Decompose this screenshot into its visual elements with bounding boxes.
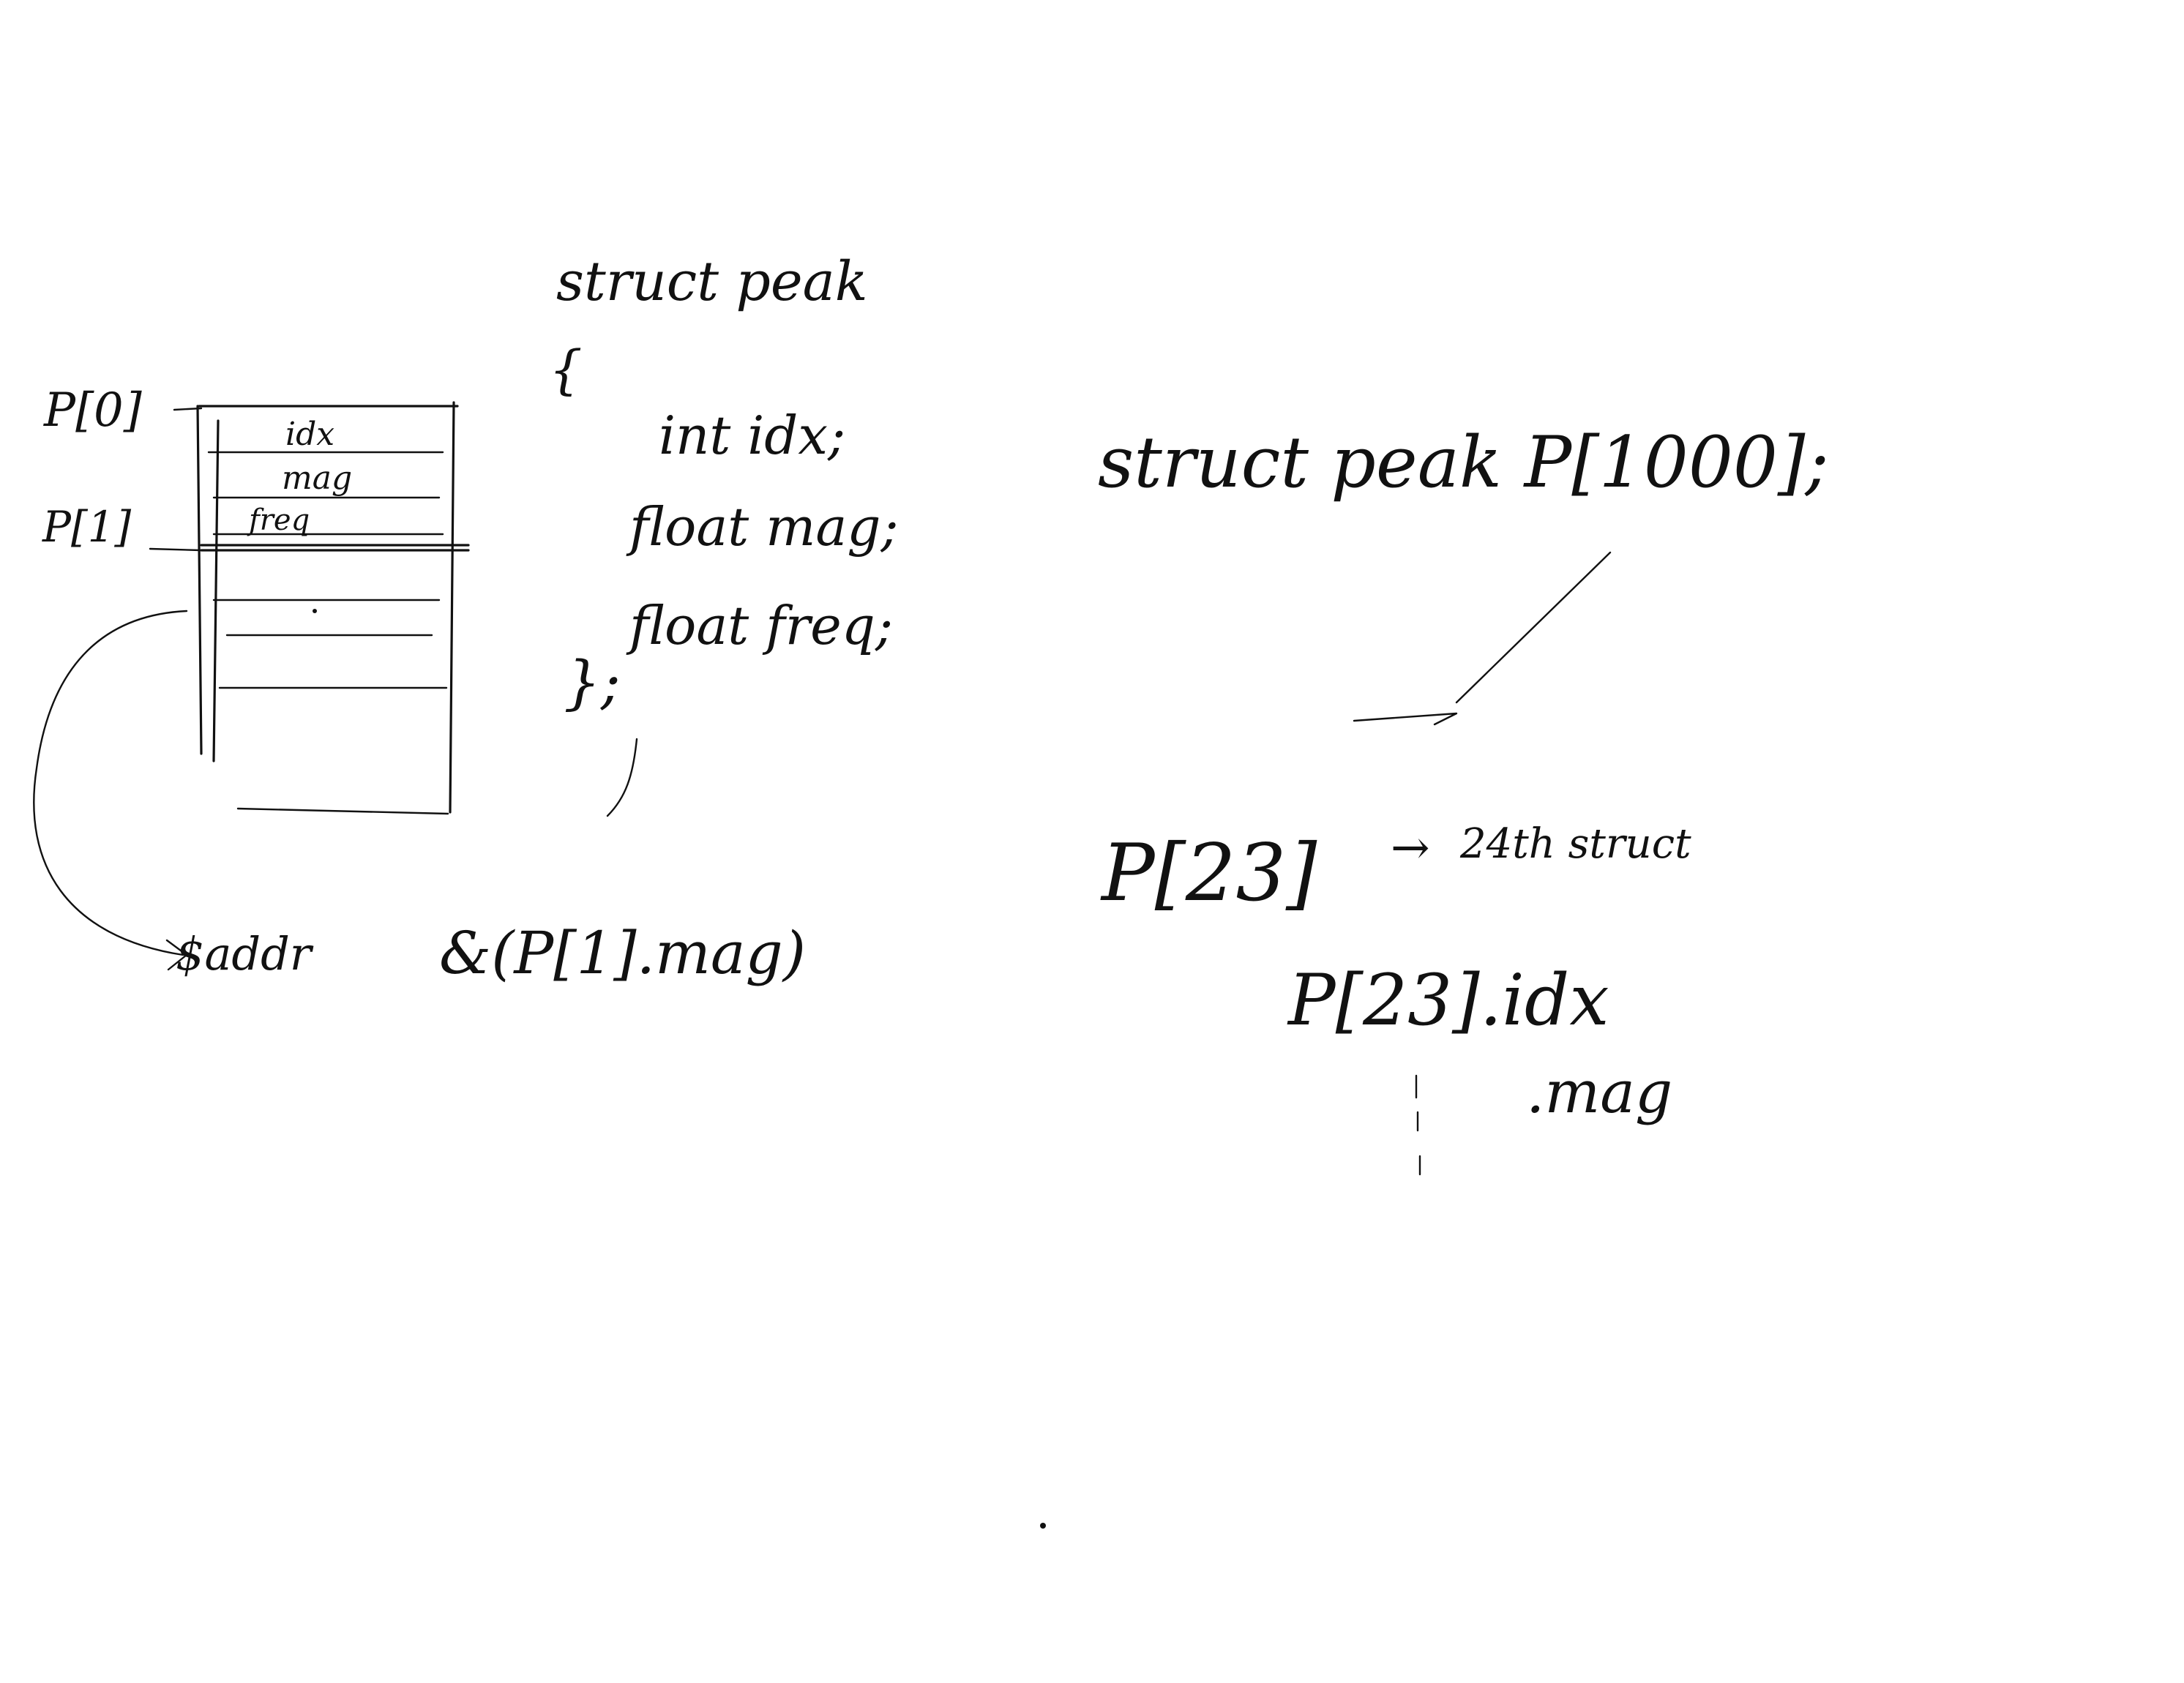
address-arrow-curve — [33, 610, 188, 956]
field-idx: idx — [285, 416, 334, 453]
member-freq: float freq; — [626, 595, 893, 656]
memory-diagram: P[0] P[1] idx mag freq — [33, 383, 470, 971]
struct-close-tail — [606, 738, 638, 817]
label-p1: P[1] — [42, 502, 132, 552]
struct-definition: struct peak { int idx; float mag; float … — [549, 250, 899, 817]
array-block-outline — [196, 401, 470, 815]
stray-dot — [1040, 1523, 1046, 1529]
struct-close: }; — [564, 648, 621, 716]
array-declaration: struct peak P[1000]; — [1098, 421, 1829, 503]
ellipsis-dot — [313, 609, 317, 613]
address-prefix: $addr — [176, 927, 314, 981]
struct-open-brace: { — [549, 339, 583, 400]
element-access: P[23] → 24th struct P[23].idx .mag — [1100, 820, 1691, 1176]
member-idx: int idx; — [659, 405, 845, 466]
field-mag: mag — [282, 460, 352, 497]
access-note: 24th struct — [1459, 820, 1691, 868]
declaration-pointer-line — [1455, 551, 1612, 704]
continuation-dashes — [1415, 1074, 1421, 1176]
field-access-idx: P[23].idx — [1287, 959, 1609, 1041]
label-p0: P[0] — [43, 383, 143, 438]
address-expression: &(P[1].mag) — [439, 919, 806, 987]
access-arrow: → — [1391, 821, 1430, 875]
field-access-mag: .mag — [1526, 1058, 1672, 1126]
field-freq: freq — [247, 503, 310, 537]
element-p23: P[23] — [1100, 828, 1317, 919]
struct-header: struct peak — [556, 250, 868, 313]
p1-pointer-line — [149, 547, 203, 552]
member-mag: float mag; — [626, 496, 899, 558]
address-arrow-head — [165, 939, 188, 971]
declaration-pointer-hook — [1353, 712, 1458, 726]
p0-pointer-line — [173, 407, 203, 411]
